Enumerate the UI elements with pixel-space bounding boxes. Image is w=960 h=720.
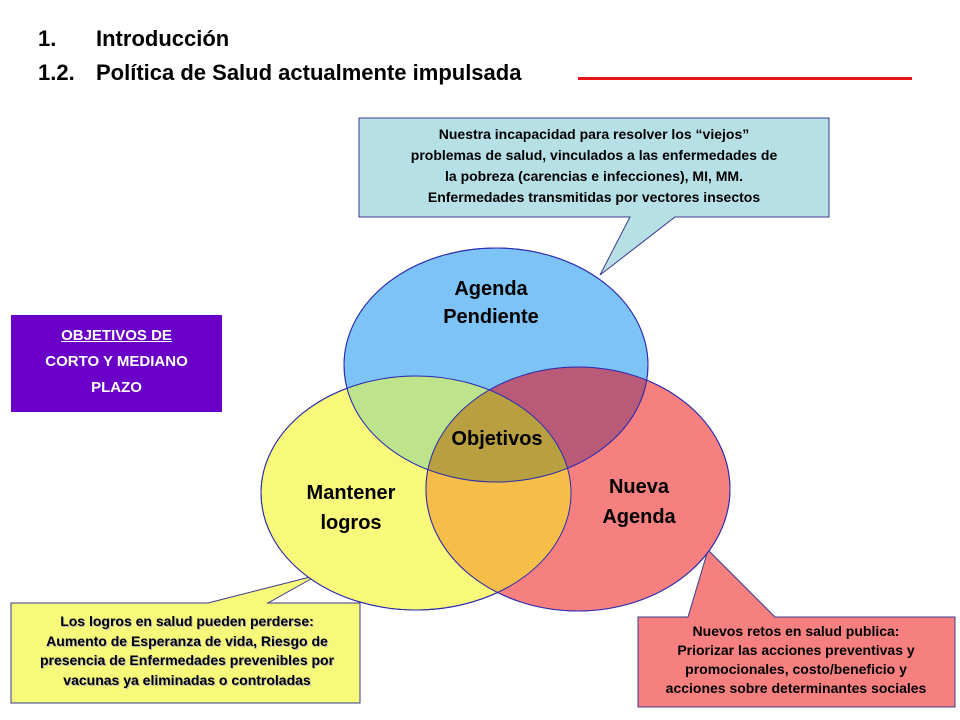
callout-top-line: Nuestra incapacidad para resolver los “v… [438,126,750,142]
label-agenda-pendiente-2: Pendiente [443,306,539,328]
callout-right-line: promocionales, costo/beneficio y [685,661,907,677]
section-heading-1: 1. Introducción [38,26,229,52]
callout-right-shape [637,549,956,708]
label-mantener-logros-1: Mantener [307,482,396,504]
callout-top-line: la pobreza (carencias e infecciones), MI… [445,168,743,184]
callout-top-line: problemas de salud, vinculados a las enf… [410,147,778,163]
label-mantener-logros-2: logros [320,512,381,534]
callout-left-line: presencia de Enfermedades prevenibles po… [39,652,335,668]
section-number-1: 1. [38,26,57,51]
outline-pendiente [343,247,649,483]
objectives-line-1: OBJETIVOS DE [61,327,172,344]
callout-right-text: Nuevos retos en salud publica: Priorizar… [640,622,952,698]
section-title-1: Introducción [96,26,230,51]
objectives-line-3: PLAZO [91,379,142,396]
callout-top-shape [358,117,830,276]
title-underline-divider [578,77,912,80]
callout-right-line: acciones sobre determinantes sociales [665,680,927,696]
callout-right-line: Nuevos retos en salud publica: [692,623,900,639]
objectives-line-2: CORTO Y MEDIANO [45,353,188,370]
outline-mantener [260,375,572,611]
callout-top-line: Enfermedades transmitidas por vectores i… [427,189,761,205]
label-agenda-pendiente-1: Agenda [454,278,528,300]
callout-left-text: Los logros en salud pueden perderse: Aum… [14,612,360,690]
section-title-2: Política de Salud actualmente impulsada [96,60,522,85]
callout-right-line: Priorizar las acciones preventivas y [677,642,915,658]
outline-nueva [425,366,731,612]
label-nueva-agenda-2: Agenda [602,506,676,528]
callout-left-line: Los logros en salud pueden perderse: [60,613,314,629]
callout-top-text: Nuestra incapacidad para resolver los “v… [360,124,828,208]
label-nueva-agenda-1: Nueva [609,476,670,498]
section-heading-2: 1.2. Política de Salud actualmente impuls… [38,60,521,86]
callout-left-line: Aumento de Esperanza de vida, Riesgo de [46,632,328,649]
callout-left-shape [10,574,361,704]
objectives-box: OBJETIVOS DE CORTO Y MEDIANO PLAZO [11,315,222,412]
label-objetivos: Objetivos [451,428,542,450]
callout-left-line: vacunas ya eliminadas o controladas [63,671,311,688]
section-number-2: 1.2. [38,60,75,85]
overlap-center-objetivos [426,376,571,482]
